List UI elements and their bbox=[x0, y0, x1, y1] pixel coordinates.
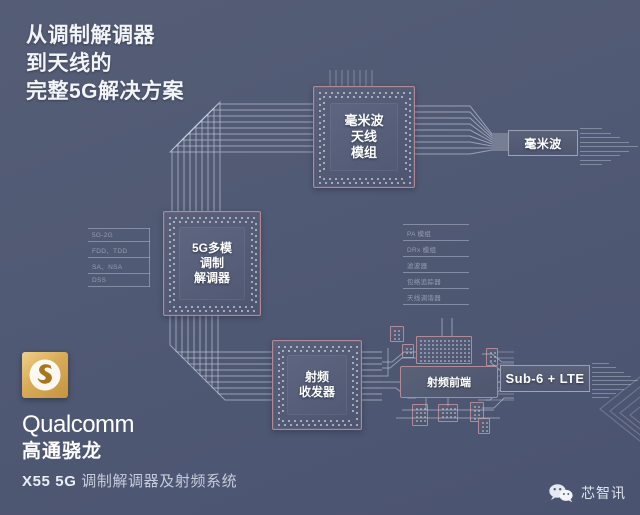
rf-component bbox=[390, 326, 404, 342]
modem-label-3: 解调器 bbox=[193, 271, 230, 285]
modem-label-1: 5G多模 bbox=[191, 241, 232, 255]
title-line-3: 完整5G解决方案 bbox=[26, 80, 185, 103]
spec-item: 包络追踪器 bbox=[403, 272, 469, 288]
spec-item: DRx 模组 bbox=[403, 240, 469, 256]
corner-decoration bbox=[599, 376, 640, 442]
mmwave-fan-lines bbox=[580, 128, 638, 165]
rf-frontend-block: 射频前端 bbox=[400, 366, 498, 398]
transceiver-label-1: 射频 bbox=[304, 370, 329, 384]
modem-label-2: 调制 bbox=[199, 256, 224, 270]
mmwave-label-1: 毫米波 bbox=[344, 112, 384, 128]
spec-item: 天线调谐器 bbox=[403, 288, 469, 305]
snapdragon-logo bbox=[22, 352, 68, 398]
rf-component bbox=[470, 402, 484, 422]
spec-item: 5G-2G bbox=[88, 228, 150, 241]
watermark-text: 芯智讯 bbox=[581, 485, 626, 501]
spec-item: FDD、TDD bbox=[88, 241, 150, 257]
sub6-lte-callout: Sub-6 + LTE bbox=[500, 365, 590, 392]
mmwave-label-2: 天线 bbox=[350, 128, 377, 144]
rf-component bbox=[416, 336, 472, 364]
spec-item: 滤波器 bbox=[403, 256, 469, 272]
mmwave-label-3: 模组 bbox=[350, 145, 377, 161]
modem-chip-label: 5G多模 调制 解调器 bbox=[192, 241, 232, 286]
modem-chip: 5G多模 调制 解调器 bbox=[163, 211, 261, 316]
spec-item: SA、NSA bbox=[88, 257, 150, 273]
rf-frontend-cluster: 射频前端 bbox=[382, 318, 514, 436]
mmwave-callout: 毫米波 bbox=[508, 130, 578, 156]
caption-model: X55 5G bbox=[22, 473, 77, 490]
mmwave-antenna-module-chip: 毫米波 天线 模组 bbox=[313, 86, 415, 188]
rf-component bbox=[402, 344, 414, 358]
title-line-1: 从调制解调器 bbox=[26, 24, 155, 47]
watermark: 芯智讯 bbox=[548, 483, 626, 503]
mmwave-chip-label: 毫米波 天线 模组 bbox=[344, 113, 383, 162]
spec-item: PA 模组 bbox=[403, 224, 469, 240]
spec-item: DSS bbox=[88, 273, 150, 287]
rf-component bbox=[486, 348, 498, 366]
page-title: 从调制解调器 到天线的 完整5G解决方案 bbox=[26, 22, 184, 106]
brand-block: Qualcomm 高通骁龙 bbox=[22, 411, 135, 464]
product-caption: X55 5G 调制解调器及射频系统 bbox=[22, 470, 237, 491]
rf-transceiver-chip: 射频 收发器 bbox=[272, 340, 362, 430]
qualcomm-chinese-name: 高通骁龙 bbox=[22, 441, 103, 462]
title-line-2: 到天线的 bbox=[26, 52, 112, 75]
caption-description: 调制解调器及射频系统 bbox=[81, 473, 238, 490]
qualcomm-wordmark: Qualcomm bbox=[22, 411, 135, 438]
wechat-icon bbox=[549, 484, 573, 503]
snapdragon-s-glyph bbox=[29, 359, 61, 391]
transceiver-label-2: 收发器 bbox=[298, 385, 335, 399]
transceiver-chip-label: 射频 收发器 bbox=[299, 370, 335, 400]
sub6-fan-lines bbox=[592, 363, 640, 398]
